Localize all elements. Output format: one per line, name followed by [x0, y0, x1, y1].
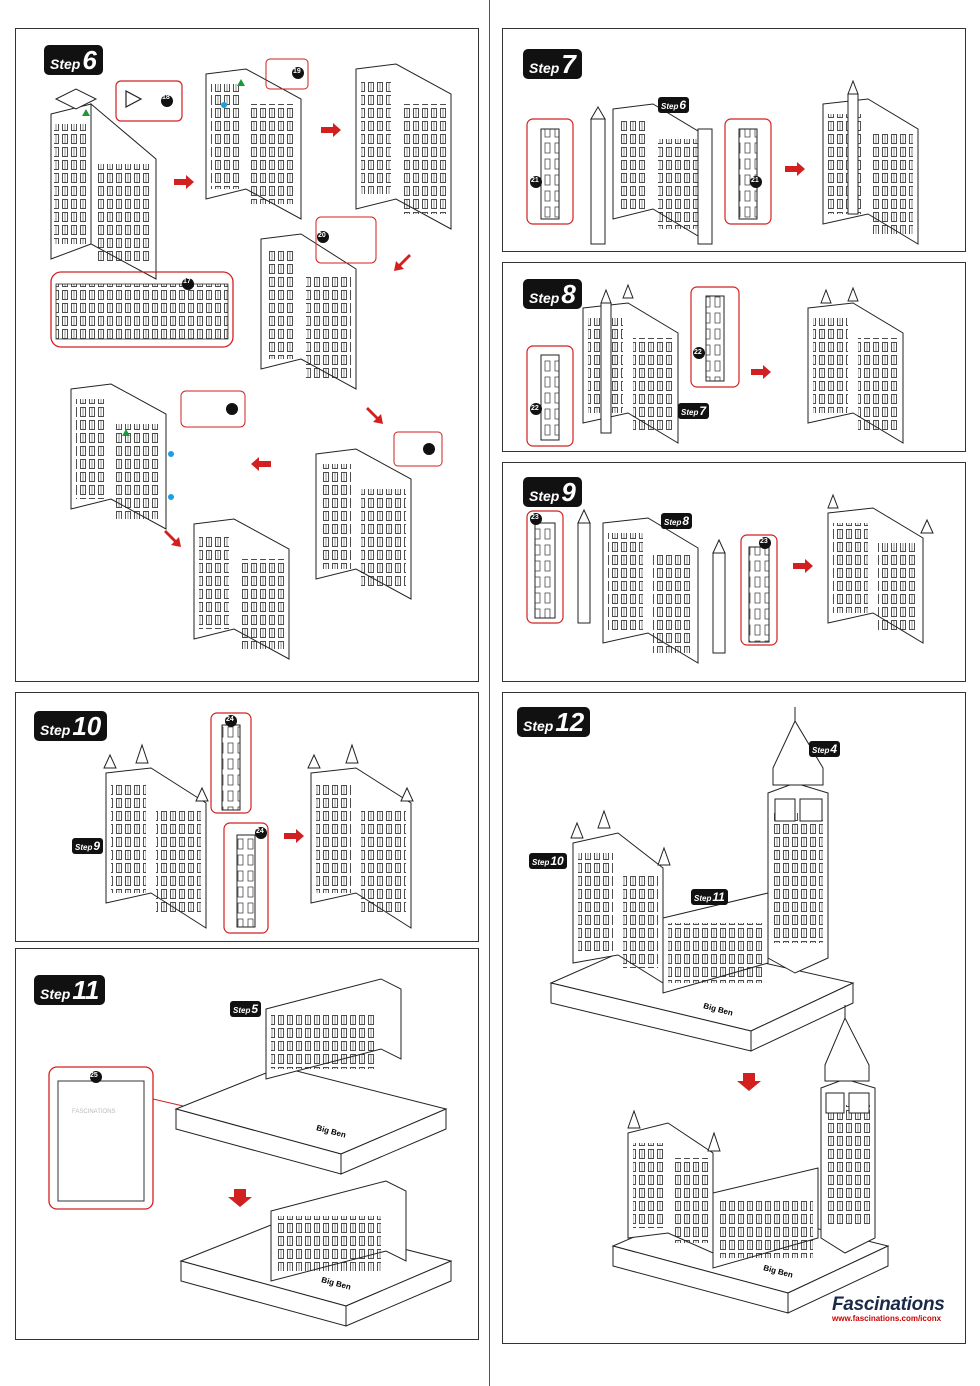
building-step9-result [827, 493, 934, 644]
building-step10 [103, 743, 209, 929]
step-6-arrows [164, 123, 411, 547]
building-step10-result [307, 743, 414, 929]
part-21-label-left: 21 [531, 177, 539, 184]
part-24-label-bottom: 24 [256, 828, 264, 835]
part-22-callout-left [526, 345, 574, 447]
step-8-arrow [751, 365, 771, 379]
part-18-callout [115, 80, 183, 122]
step-10-arrow [284, 829, 304, 843]
big-ben-lower [820, 1005, 876, 1254]
part-21-label-right: 21 [751, 177, 759, 184]
wall-bottom [270, 1180, 407, 1282]
building-step8 [582, 283, 679, 444]
part-18-callout-b [180, 390, 246, 428]
part-19-label: 19 [293, 68, 301, 75]
building-step6-a [50, 88, 157, 280]
part-22-callout-right [690, 286, 740, 388]
building-step6-b [205, 68, 302, 220]
step-10-diagram [103, 712, 414, 934]
step-11-diagram [48, 978, 453, 1327]
big-ben-upper [767, 707, 829, 974]
watermark-base: FASCINATIONS [72, 1109, 116, 1115]
part-19-callout-a [265, 58, 309, 90]
part-20-label: 20 [318, 232, 326, 239]
part-22-label-right: 22 [694, 349, 702, 356]
parliament-lower [627, 1109, 721, 1254]
building-step6-d [260, 233, 357, 390]
fascinations-logo: Fascinations www.fascinations.com/iconx [832, 1294, 945, 1323]
part-23-label-left: 23 [531, 514, 539, 521]
part-23-callout-left [526, 510, 564, 624]
part-24-callout-bottom [223, 822, 269, 934]
step-11-arrow [228, 1189, 252, 1207]
page-divider [489, 0, 490, 1386]
part-23-label-right: 23 [760, 538, 768, 545]
brand-url: www.fascinations.com/iconx [832, 1314, 942, 1323]
part-25-callout [48, 1066, 154, 1210]
part-19-callout-b [393, 431, 443, 467]
step-9-diagram [526, 493, 934, 664]
base-top [174, 1066, 448, 1175]
parliament-upper [570, 809, 671, 984]
part-24-callout-top [210, 712, 252, 814]
step-8-diagram [526, 283, 904, 447]
building-step6-g [193, 518, 290, 660]
building-step7-result [822, 79, 919, 245]
step-6-markers [82, 79, 245, 500]
part-17-label: 17 [183, 278, 191, 285]
step-7-arrow [785, 162, 805, 176]
part-19-marker-a [292, 67, 304, 79]
brand-name: Fascinations [832, 1294, 945, 1315]
part-22-label-left: 22 [531, 405, 539, 412]
part-21-callout-right [724, 118, 772, 225]
step-6-diagram [50, 58, 452, 660]
wall-lower [712, 1167, 819, 1269]
part-20-callout [315, 216, 377, 264]
step-12-diagram [549, 707, 890, 1314]
building-step7 [590, 103, 713, 245]
building-step6-c [355, 63, 452, 230]
part-24-label-top: 24 [226, 716, 234, 723]
building-step9 [577, 508, 726, 664]
building-step8-result [807, 286, 904, 444]
step-12-arrow [737, 1073, 761, 1091]
part-18-label: 18 [162, 94, 170, 101]
part-23-callout-right [740, 534, 778, 646]
building-step6-f [315, 448, 412, 600]
wall-top [265, 978, 402, 1080]
part-17-callout [50, 271, 234, 348]
part-25-label: 25 [90, 1072, 98, 1079]
wall-upper [662, 892, 769, 994]
building-step6-e [70, 383, 167, 530]
step-9-arrow [793, 559, 813, 573]
part-21-callout-left [526, 118, 574, 225]
step-7-diagram [526, 79, 919, 245]
